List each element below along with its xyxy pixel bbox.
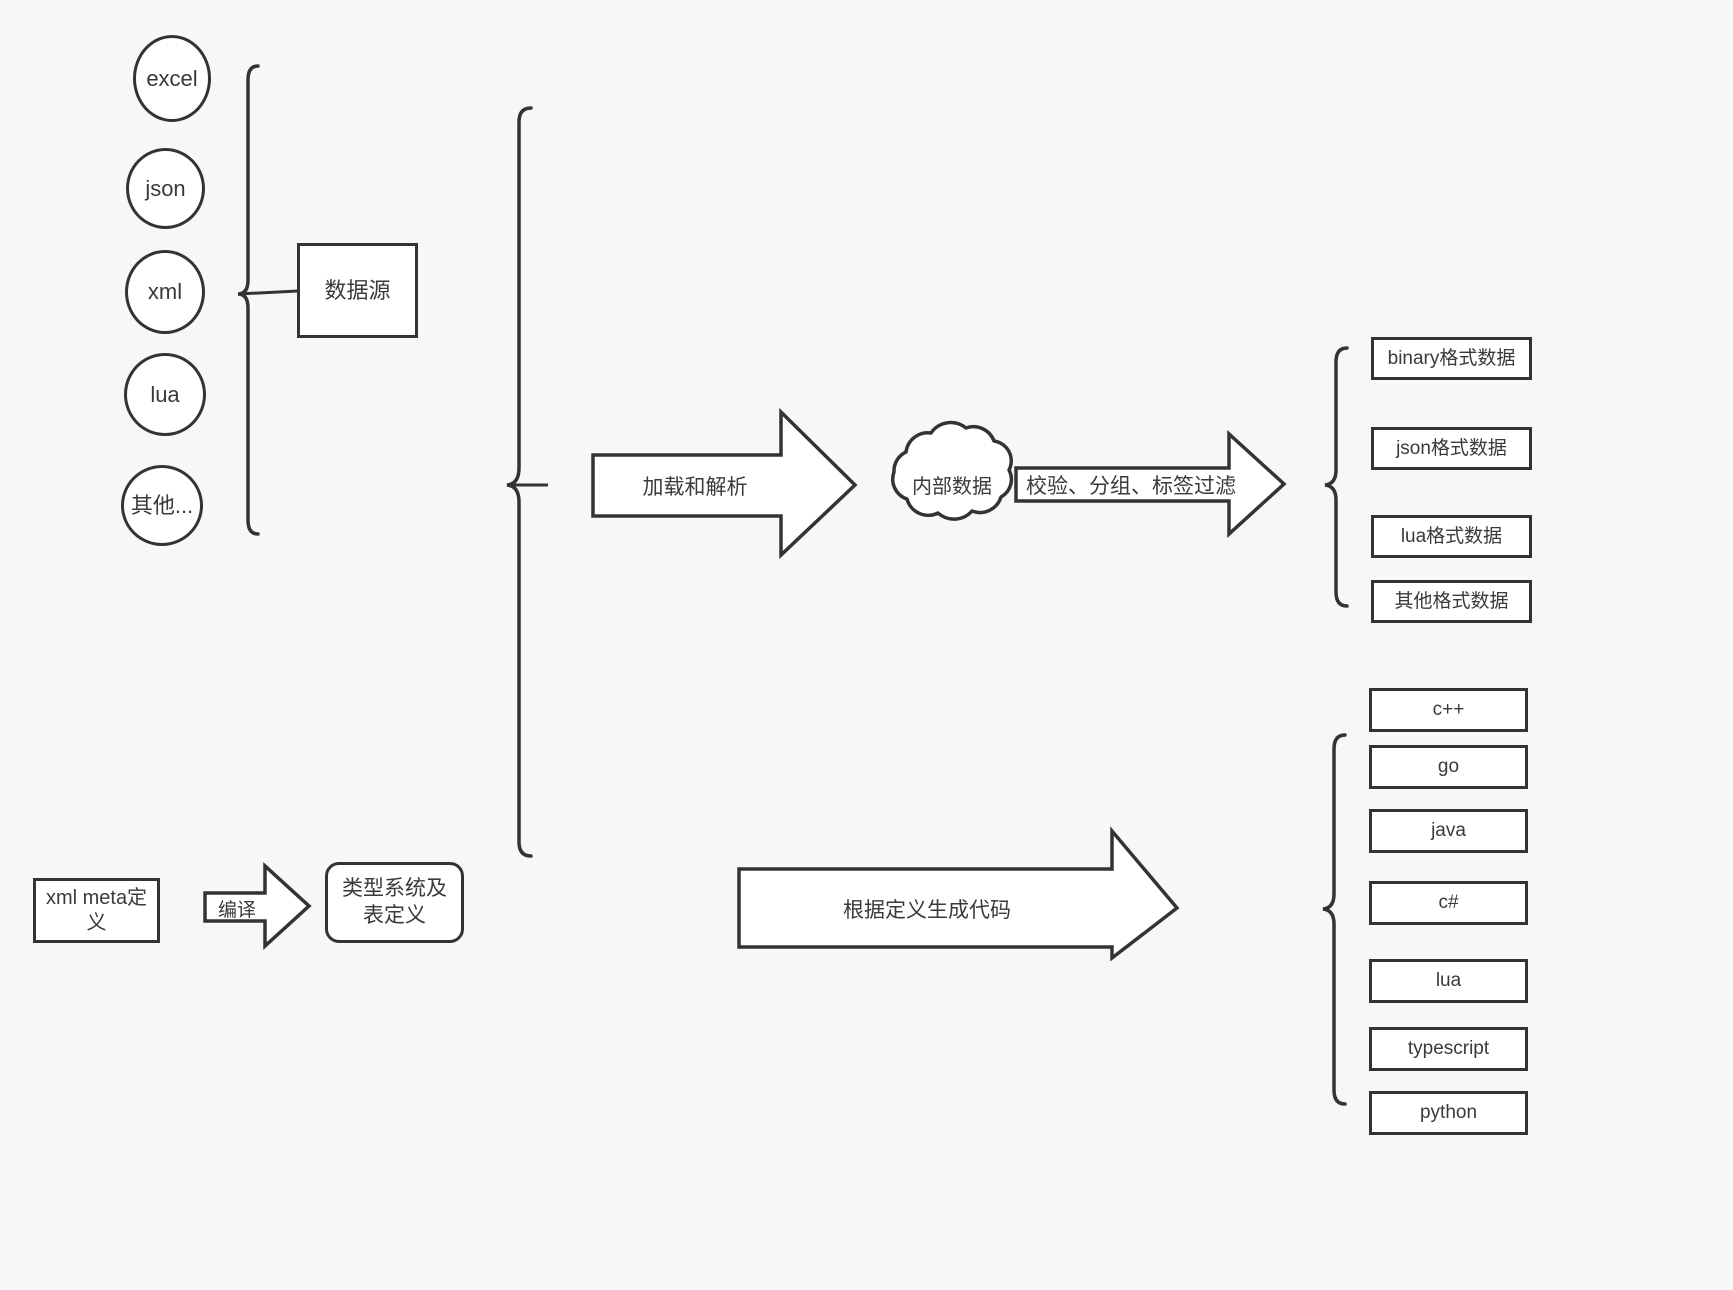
output-format-other-label: 其他格式数据 (1394, 590, 1509, 612)
output-language-java[interactable]: java (1369, 809, 1528, 853)
data-source-xml-label: xml (147, 279, 183, 305)
output-format-json[interactable]: json格式数据 (1371, 427, 1532, 470)
data-source-xml[interactable]: xml (125, 250, 205, 334)
output-language-cpp-label: c++ (1432, 699, 1465, 721)
data-source-lua-label: lua (150, 381, 180, 407)
data-source-group-label: 数据源 (324, 277, 391, 303)
arrow-generate-code-label: 根据定义生成代码 (843, 899, 1011, 922)
arrow-compile (203, 862, 312, 950)
output-language-python[interactable]: python (1369, 1091, 1528, 1135)
output-language-typescript[interactable]: typescript (1369, 1027, 1528, 1071)
output-language-lua-label: lua (1435, 970, 1462, 992)
output-format-lua[interactable]: lua格式数据 (1371, 515, 1532, 558)
brace-data-sources (237, 64, 260, 536)
output-language-python-label: python (1419, 1102, 1478, 1124)
arrow-validate-group-filter (1014, 430, 1287, 538)
arrow-compile-label: 编译 (217, 899, 256, 921)
cloud-internal-data-label-wrap: 内部数据 (893, 463, 1011, 505)
type-system-box[interactable]: 类型系统及表定义 (325, 862, 464, 943)
output-language-csharp-label: c# (1438, 892, 1459, 914)
brace-pipeline-inputs (506, 106, 533, 858)
arrow-compile-label-wrap: 编译 (208, 893, 266, 923)
data-source-other-label: 其他... (130, 492, 194, 518)
data-source-excel-label: excel (146, 65, 198, 91)
output-language-typescript-label: typescript (1407, 1038, 1490, 1060)
output-language-go[interactable]: go (1369, 745, 1528, 789)
output-format-binary[interactable]: binary格式数据 (1371, 337, 1532, 380)
output-format-lua-label: lua格式数据 (1400, 525, 1503, 547)
xml-meta-definition-box[interactable]: xml meta定义 (33, 878, 160, 943)
arrow-load-parse (591, 407, 858, 560)
brace-data-formats (1324, 346, 1349, 608)
arrow-generate-code-label-wrap: 根据定义生成代码 (745, 888, 1109, 930)
output-format-json-label: json格式数据 (1396, 437, 1507, 459)
output-format-other[interactable]: 其他格式数据 (1371, 580, 1532, 623)
cloud-internal-data-label: 内部数据 (912, 475, 992, 498)
arrow-filter-label: 校验、分组、标签过滤 (1026, 475, 1236, 498)
output-language-csharp[interactable]: c# (1369, 881, 1528, 925)
output-language-lua[interactable]: lua (1369, 959, 1528, 1003)
arrow-load-parse-label: 加载和解析 (642, 476, 748, 499)
type-system-label: 类型系统及表定义 (342, 877, 447, 927)
arrow-load-parse-label-wrap: 加载和解析 (600, 465, 790, 507)
output-language-cpp[interactable]: c++ (1369, 688, 1528, 732)
data-source-other[interactable]: 其他... (121, 465, 203, 546)
data-source-json[interactable]: json (126, 148, 205, 229)
output-language-java-label: java (1431, 820, 1466, 842)
data-source-excel[interactable]: excel (133, 35, 211, 122)
data-source-lua[interactable]: lua (124, 353, 206, 436)
connector-brace-to-datasource (237, 289, 299, 296)
brace-languages (1322, 733, 1347, 1106)
data-source-json-label: json (145, 175, 186, 201)
data-source-group-box[interactable]: 数据源 (297, 243, 418, 338)
arrow-generate-code (737, 826, 1180, 962)
output-format-binary-label: binary格式数据 (1387, 347, 1516, 369)
xml-meta-definition-label: xml meta定义 (45, 886, 148, 934)
arrow-filter-label-wrap: 校验、分组、标签过滤 (1023, 464, 1239, 506)
output-language-go-label: go (1437, 756, 1460, 778)
